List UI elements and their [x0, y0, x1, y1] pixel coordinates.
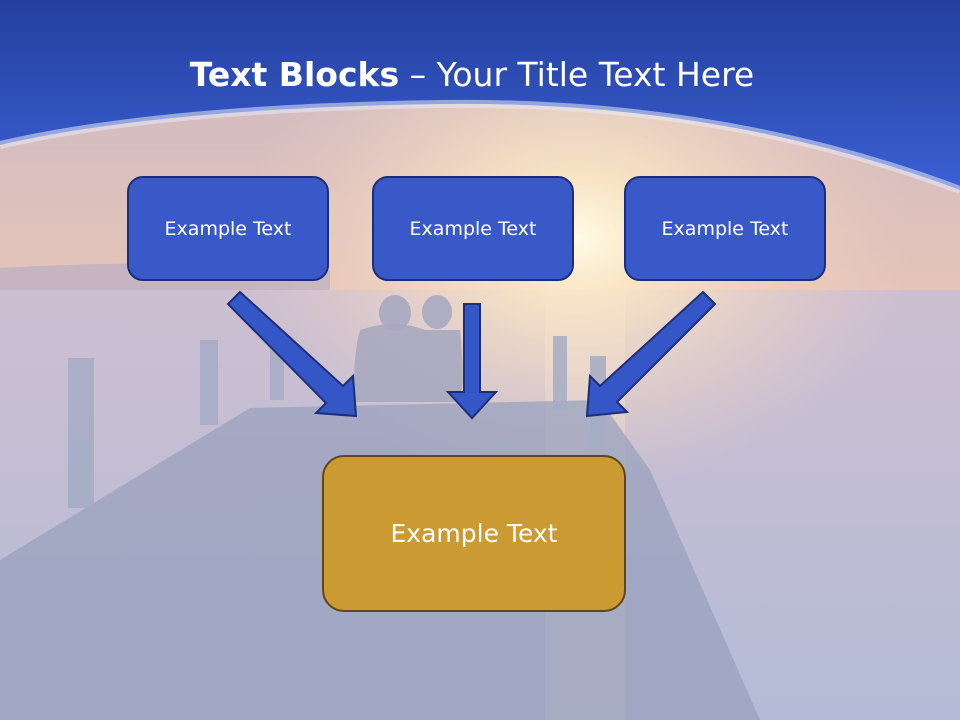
target-block[interactable]: Example Text: [322, 455, 626, 612]
text-block-3[interactable]: Example Text: [624, 176, 826, 281]
slide-title: Text Blocks – Your Title Text Here: [0, 52, 944, 98]
title-regular: Your Title Text Here: [436, 55, 755, 94]
text-block-3-label: Example Text: [661, 217, 789, 240]
text-block-1-label: Example Text: [164, 217, 292, 240]
target-block-label: Example Text: [390, 519, 558, 548]
text-block-2[interactable]: Example Text: [372, 176, 574, 281]
text-block-2-label: Example Text: [409, 217, 537, 240]
text-block-1[interactable]: Example Text: [127, 176, 329, 281]
title-bold: Text Blocks: [189, 55, 400, 94]
title-separator: –: [399, 55, 437, 94]
